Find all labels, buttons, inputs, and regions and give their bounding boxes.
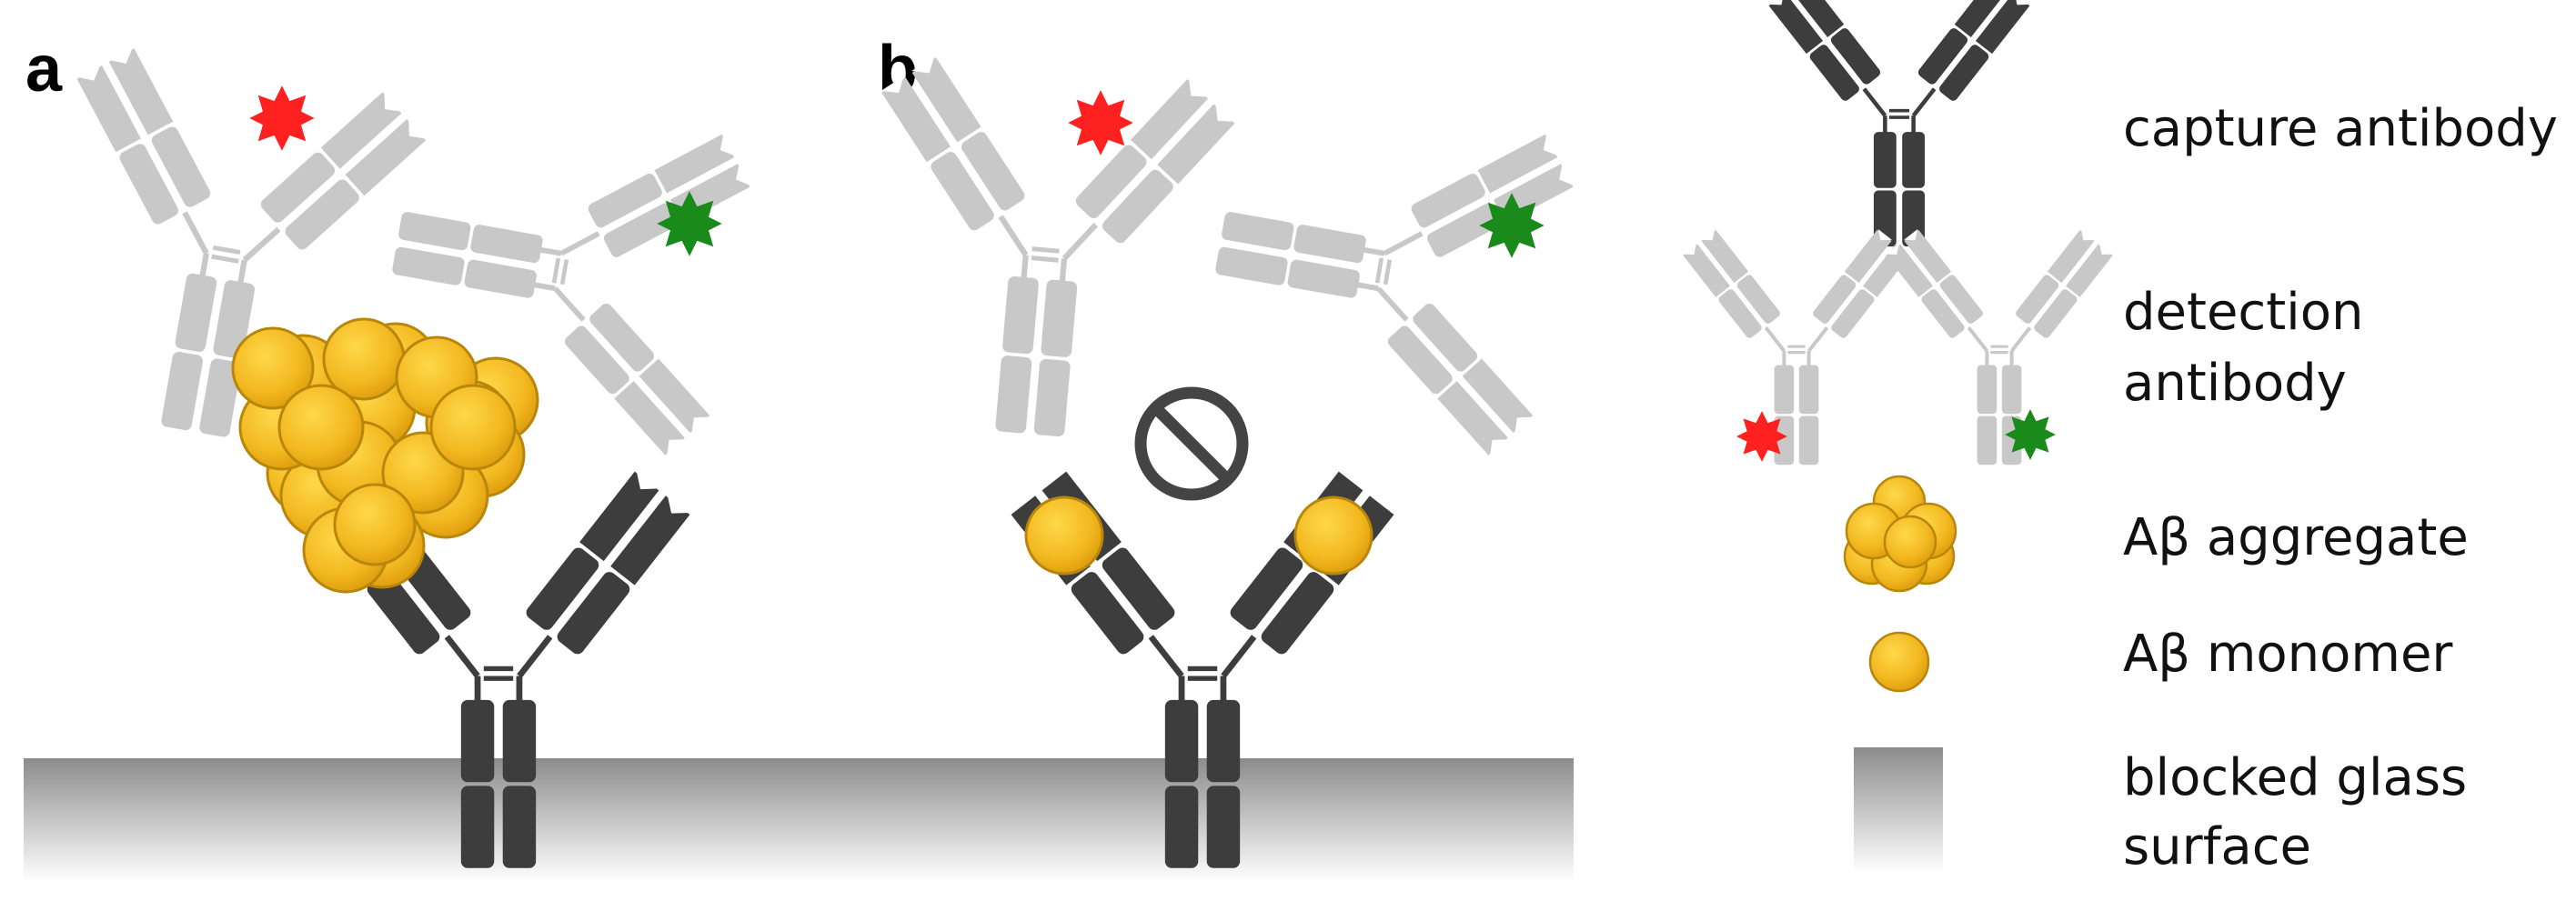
legend-surface-icon bbox=[1854, 747, 1943, 873]
legend-monomer-label: Aβ monomer bbox=[2123, 625, 2453, 684]
legend-surface-label-2: surface bbox=[2123, 817, 2311, 876]
detection-antibody-green-b bbox=[1192, 82, 1583, 463]
legend-aggregate-icon bbox=[1843, 475, 1957, 593]
no-entry-icon bbox=[1134, 386, 1249, 501]
legend: capture antibody detection antibody Aβ a… bbox=[1683, 0, 2558, 876]
legend-monomer-icon bbox=[1868, 631, 1930, 693]
legend-detection-antibody-label-2: antibody bbox=[2123, 354, 2347, 413]
abeta-monomer-left-b bbox=[1024, 496, 1104, 576]
red-fluorophore-star-b bbox=[1068, 90, 1133, 155]
panel-a-label: a bbox=[25, 33, 63, 105]
red-fluorophore-star-a bbox=[249, 85, 315, 151]
legend-capture-antibody-icon bbox=[1768, 0, 2030, 246]
abeta-aggregate-a bbox=[231, 317, 539, 594]
legend-surface-label-1: blocked glass bbox=[2123, 748, 2467, 807]
legend-detection-antibody-green-icon bbox=[1886, 229, 2113, 465]
legend-capture-antibody-label: capture antibody bbox=[2123, 99, 2558, 158]
legend-detection-antibody-red-icon bbox=[1683, 229, 1910, 465]
glass-surface-a bbox=[24, 758, 1574, 882]
legend-detection-antibody-label-1: detection bbox=[2123, 283, 2363, 342]
legend-aggregate-label: Aβ aggregate bbox=[2123, 508, 2469, 567]
abeta-monomer-right-b bbox=[1293, 496, 1374, 576]
